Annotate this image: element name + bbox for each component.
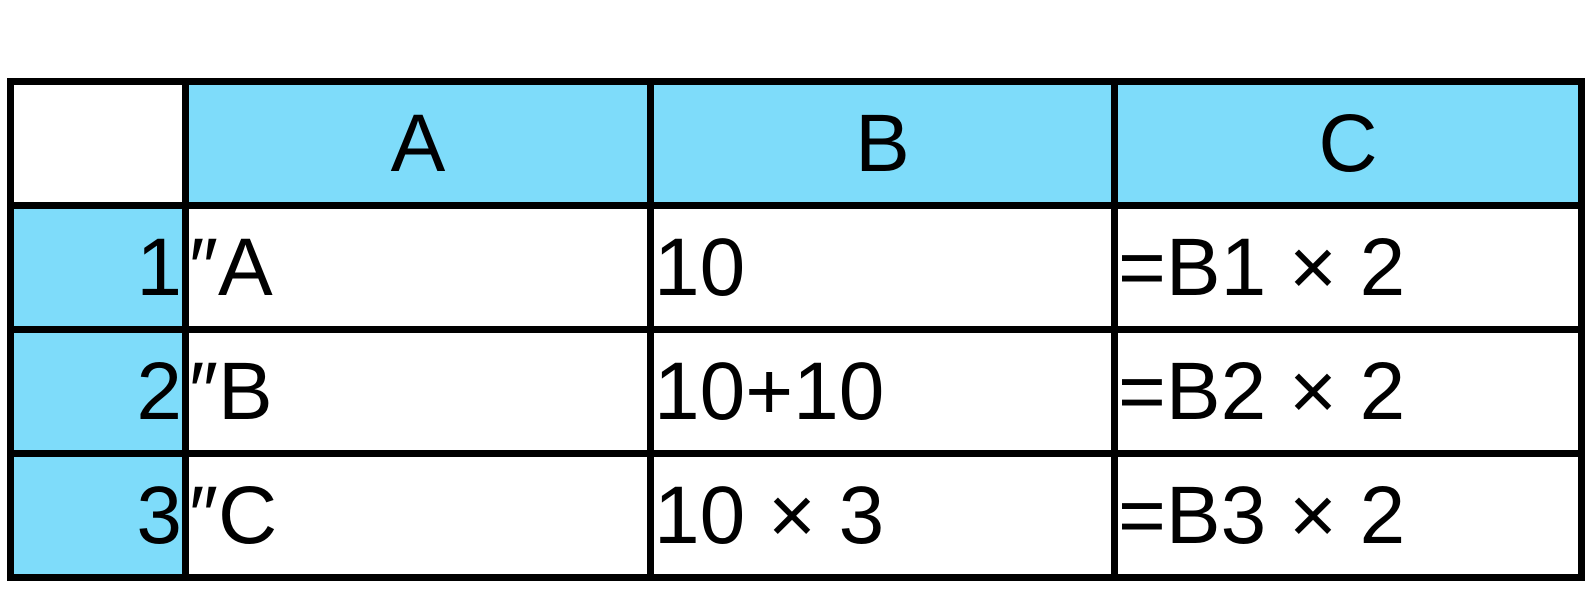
row-header-1: 1 bbox=[7, 202, 189, 333]
column-header-c: C bbox=[1111, 78, 1585, 209]
row-header-2: 2 bbox=[7, 326, 189, 457]
table-row-2: 2 ″B 10+10 =B2 × 2 bbox=[7, 326, 1585, 457]
cell-a2: ″B bbox=[182, 326, 654, 457]
cell-c1: =B1 × 2 bbox=[1111, 202, 1585, 333]
table-row-1: 1 ″A 10 =B1 × 2 bbox=[7, 202, 1585, 333]
column-header-row: A B C bbox=[7, 78, 1585, 209]
column-header-b: B bbox=[647, 78, 1118, 209]
column-header-a: A bbox=[182, 78, 654, 209]
cell-b1: 10 bbox=[647, 202, 1118, 333]
cell-c3: =B3 × 2 bbox=[1111, 450, 1585, 581]
row-header-3: 3 bbox=[7, 450, 189, 581]
corner-cell bbox=[7, 78, 189, 209]
cell-b2: 10+10 bbox=[647, 326, 1118, 457]
cell-b3: 10 × 3 bbox=[647, 450, 1118, 581]
cell-a3: ″C bbox=[182, 450, 654, 581]
cell-c2: =B2 × 2 bbox=[1111, 326, 1585, 457]
spreadsheet-table: A B C 1 ″A 10 =B1 × 2 2 ″B 10+10 =B2 × 2… bbox=[7, 78, 1585, 581]
table-row-3: 3 ″C 10 × 3 =B3 × 2 bbox=[7, 450, 1585, 581]
cell-a1: ″A bbox=[182, 202, 654, 333]
